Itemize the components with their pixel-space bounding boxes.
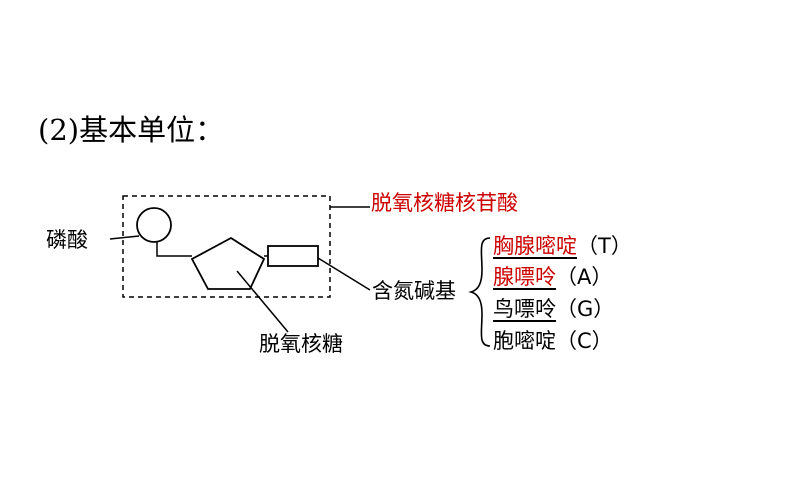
base-rectangle bbox=[267, 245, 319, 267]
deoxyribose-leader-line bbox=[236, 270, 289, 333]
base-item-adenine: 腺嘌呤（A） bbox=[493, 267, 612, 288]
deoxyribose-label: 脱氧核糖 bbox=[259, 332, 343, 356]
bases-curly-brace bbox=[468, 237, 491, 347]
phosphate-leader-line bbox=[109, 235, 140, 240]
nitrogenous-base-label: 含氮碱基 bbox=[372, 279, 456, 303]
base-code-guanine: （G） bbox=[556, 297, 615, 321]
base-code-adenine: （A） bbox=[556, 265, 613, 289]
nucleotide-dashed-box bbox=[122, 195, 331, 298]
base-name-cytosine: 胞嘧啶 bbox=[493, 329, 556, 353]
base-name-adenine: 腺嘌呤 bbox=[493, 265, 556, 289]
base-name-thymine: 胸腺嘧啶 bbox=[493, 234, 577, 258]
phosphate-label: 磷酸 bbox=[46, 228, 88, 252]
section-heading: (2)基本单位： bbox=[38, 113, 225, 147]
base-item-guanine: 鸟嘌呤（G） bbox=[493, 299, 614, 320]
base-item-thymine: 胸腺嘧啶（T） bbox=[493, 236, 632, 257]
base-code-thymine: （T） bbox=[577, 234, 632, 258]
base-leader-line bbox=[317, 257, 371, 291]
phosphate-circle bbox=[136, 207, 172, 243]
deoxyribose-pentagon bbox=[190, 236, 266, 290]
base-code-cytosine: （C） bbox=[556, 329, 613, 353]
phosphate-sugar-bond bbox=[156, 242, 192, 257]
base-item-cytosine: 胞嘧啶（C） bbox=[493, 331, 613, 352]
nucleotide-label: 脱氧核糖核苷酸 bbox=[371, 191, 518, 215]
base-name-guanine: 鸟嘌呤 bbox=[493, 297, 556, 321]
